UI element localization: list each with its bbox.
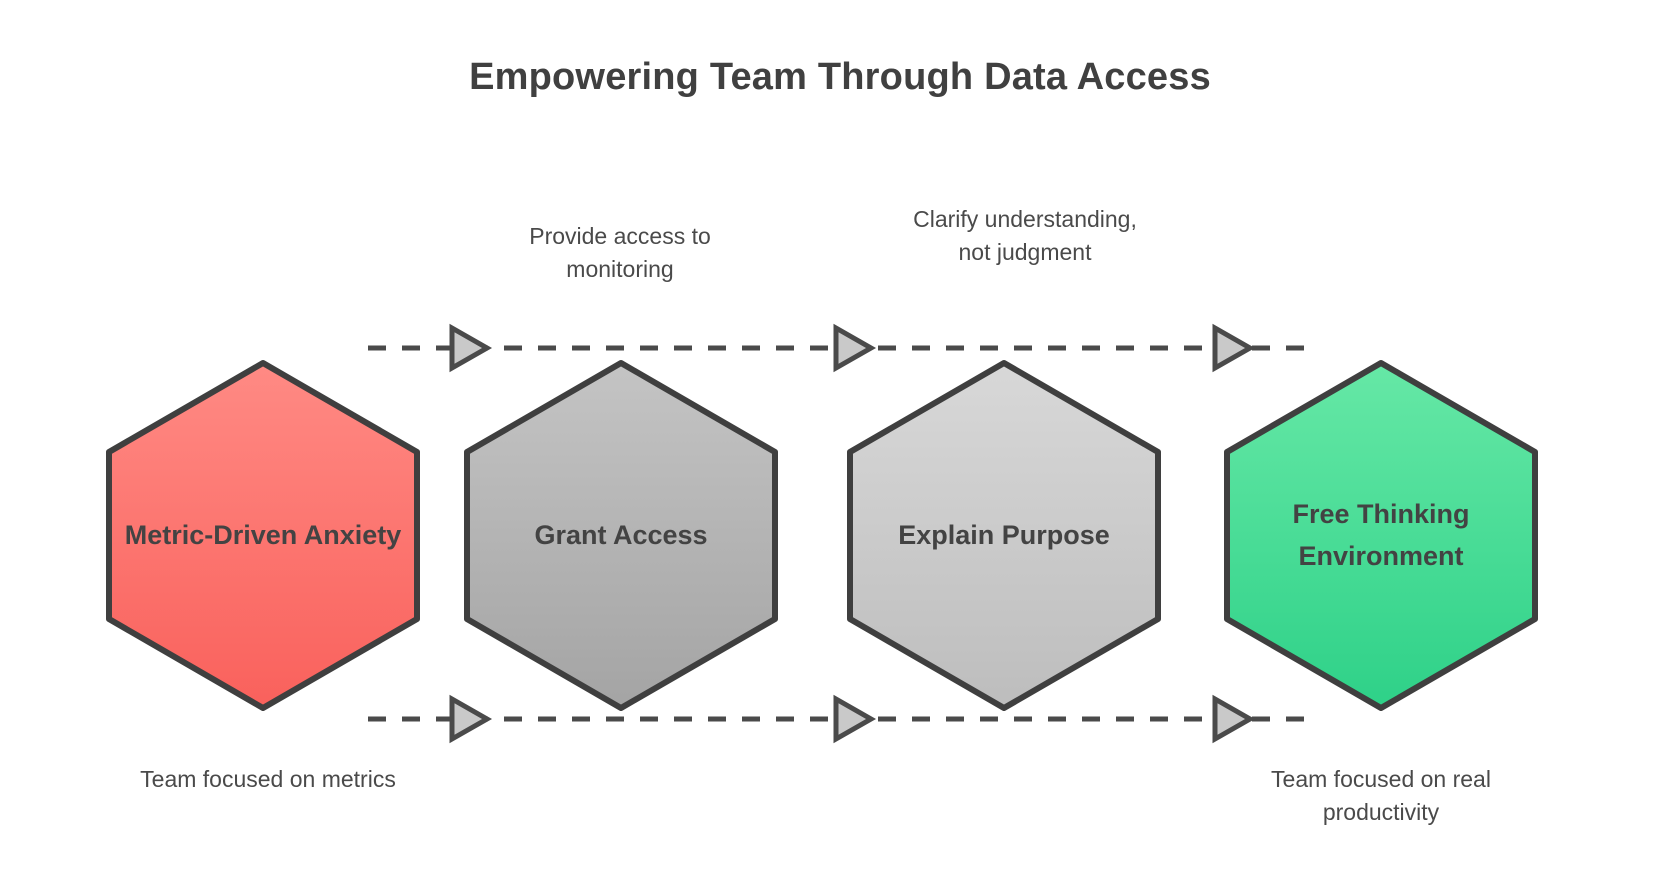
top-connector-rail xyxy=(368,323,1320,373)
bottom-arrowhead-1 xyxy=(449,694,493,744)
hexagon-shape xyxy=(106,360,420,711)
node-free-thinking-environment[interactable]: Free Thinking Environment xyxy=(1222,358,1540,713)
page-title: Empowering Team Through Data Access xyxy=(469,56,1211,98)
hexagon-shape xyxy=(1224,360,1538,711)
bottom-arrowhead-2 xyxy=(833,694,877,744)
outcome-caption-after: Team focused on real productivity xyxy=(1271,766,1491,826)
bottom-connector-rail xyxy=(368,694,1320,744)
node-metric-driven-anxiety[interactable]: Metric-Driven Anxiety xyxy=(104,358,422,713)
hexagon-shape xyxy=(847,360,1161,711)
node-explain-purpose[interactable]: Explain Purpose xyxy=(845,358,1163,713)
outcome-caption-before: Team focused on metrics xyxy=(140,766,396,792)
top-arrowhead-1 xyxy=(449,323,493,373)
edge-caption-provide-access: Provide access to monitoring xyxy=(529,223,711,283)
edge-caption-clarify-purpose: Clarify understanding, not judgment xyxy=(913,206,1137,266)
node-grant-access[interactable]: Grant Access xyxy=(462,358,780,713)
top-arrowhead-2 xyxy=(833,323,877,373)
top-arrowhead-3 xyxy=(1212,323,1256,373)
bottom-arrowhead-3 xyxy=(1212,694,1256,744)
hexagon-shape xyxy=(464,360,778,711)
